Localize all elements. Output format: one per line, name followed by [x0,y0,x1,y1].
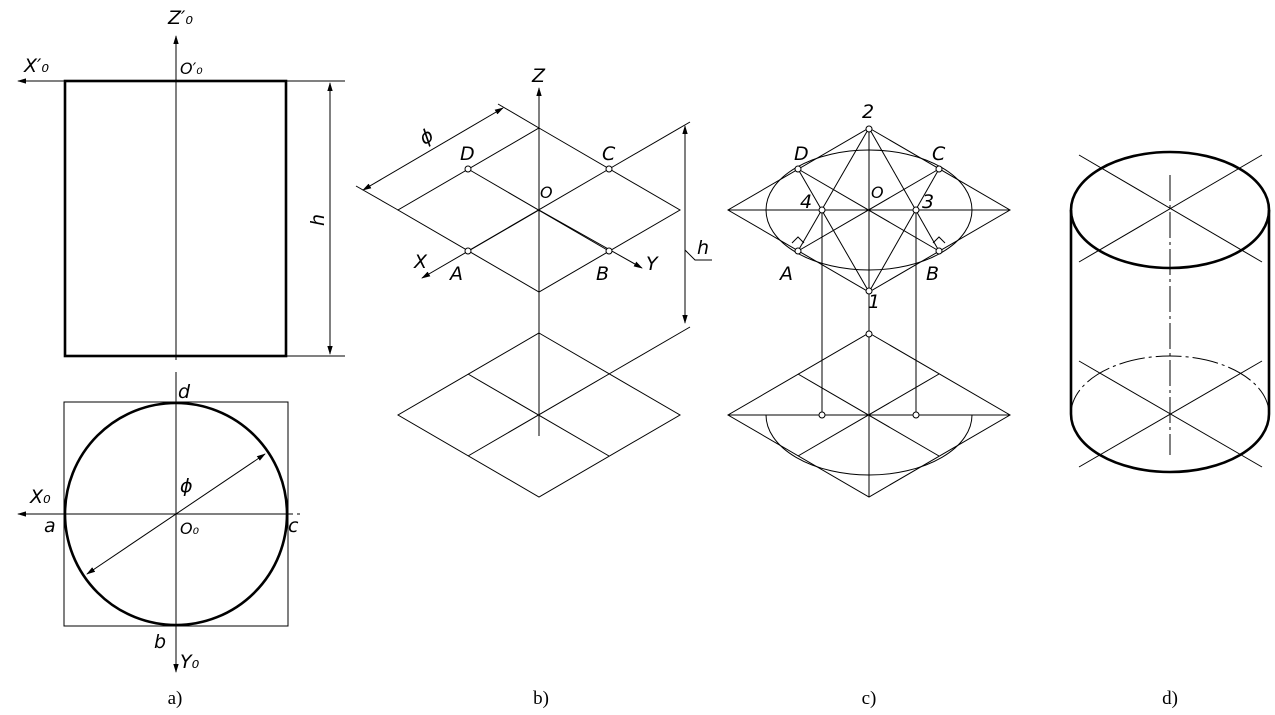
point-bottom-3 [912,411,920,419]
point-bottom-4 [818,411,826,419]
label-y0: Y₀ [180,651,200,673]
phi-extension-top [497,103,540,129]
cylinder-bottom-hidden-arc [1070,355,1270,415]
label-phi-b: ϕ [416,124,438,149]
point-2 [865,125,873,133]
label-b: b [154,631,166,653]
construction-2-B [868,127,940,252]
right-angle-mark-A [791,236,805,244]
phi-dimension-line [86,453,266,575]
caption-b: b) [533,688,549,709]
caption-a: a) [168,688,183,709]
bottom-rhombus-c [727,332,1011,498]
y-axis [538,209,643,269]
panel-a-orthographic: Z′₀ X′₀ O′₀ h d X₀ ϕ a O₀ c b Y₀ [17,7,345,673]
h-leader [684,249,712,261]
x-axis [421,209,540,279]
label-x0-prime: X′₀ [23,55,49,77]
label-C-b: C [602,143,616,165]
label-o0: O₀ [180,519,200,538]
label-a: a [44,515,56,537]
label-c: c [288,515,299,537]
label-B-b: B [596,263,609,285]
label-h-b: h [697,237,709,259]
point-bottom-top-c [865,330,873,338]
label-D-b: D [460,143,475,165]
label-o-c: O [871,183,884,202]
phi-dimension-line-b [362,107,504,191]
construction-2-A [797,127,870,252]
right-angle-mark-B [932,236,946,244]
point-3 [912,206,920,214]
point-C-c [935,165,943,173]
point-D-b [464,165,472,173]
phi-extension-left [355,185,399,211]
point-D-c [794,165,802,173]
construction-1-D [797,168,870,293]
label-B-c: B [926,263,939,285]
construction-1-C [868,168,940,293]
point-A-c [794,247,802,255]
label-D-c: D [794,143,809,165]
label-4: 4 [800,191,812,213]
bottom-rhombus-diagonal-2 [467,373,610,457]
label-o0-prime: O′₀ [180,59,203,78]
h-extension-upper [608,121,691,170]
label-y: Y [646,253,659,275]
top-ellipse-c [765,149,973,271]
label-A-b: A [448,263,463,285]
point-1 [865,287,873,295]
panel-b-axonometric: Z ϕ D C O X A B Y h [355,65,712,498]
panel-d-cylinder [1069,150,1271,474]
cylinder-bottom-front-arc [1069,413,1271,474]
label-C-c: C [932,143,946,165]
label-A-c: A [778,263,793,285]
point-B-c [935,247,943,255]
h-extension-lower [608,326,691,375]
label-z: Z [531,65,546,87]
label-x: X [413,251,428,273]
bottom-half-ellipse-c [765,414,973,476]
label-o-b: O [540,183,553,202]
point-C-b [605,165,613,173]
label-h-front: h [307,214,329,226]
point-4 [818,206,826,214]
label-z0-prime: Z′₀ [167,7,193,29]
caption-d: d) [1162,688,1178,709]
point-A-b [464,247,472,255]
label-x0: X₀ [29,486,51,508]
label-phi-top: ϕ [180,475,193,497]
point-B-b [605,247,613,255]
top-axis-line-2 [1078,154,1263,263]
label-2: 2 [862,101,874,123]
panel-c-ellipse-construction: 2 D C O 4 3 A B 1 [727,101,1011,498]
label-3: 3 [922,191,934,213]
label-1: 1 [868,291,880,313]
caption-c: c) [862,688,877,709]
bottom-rhombus [397,332,681,498]
label-d: d [178,381,191,403]
